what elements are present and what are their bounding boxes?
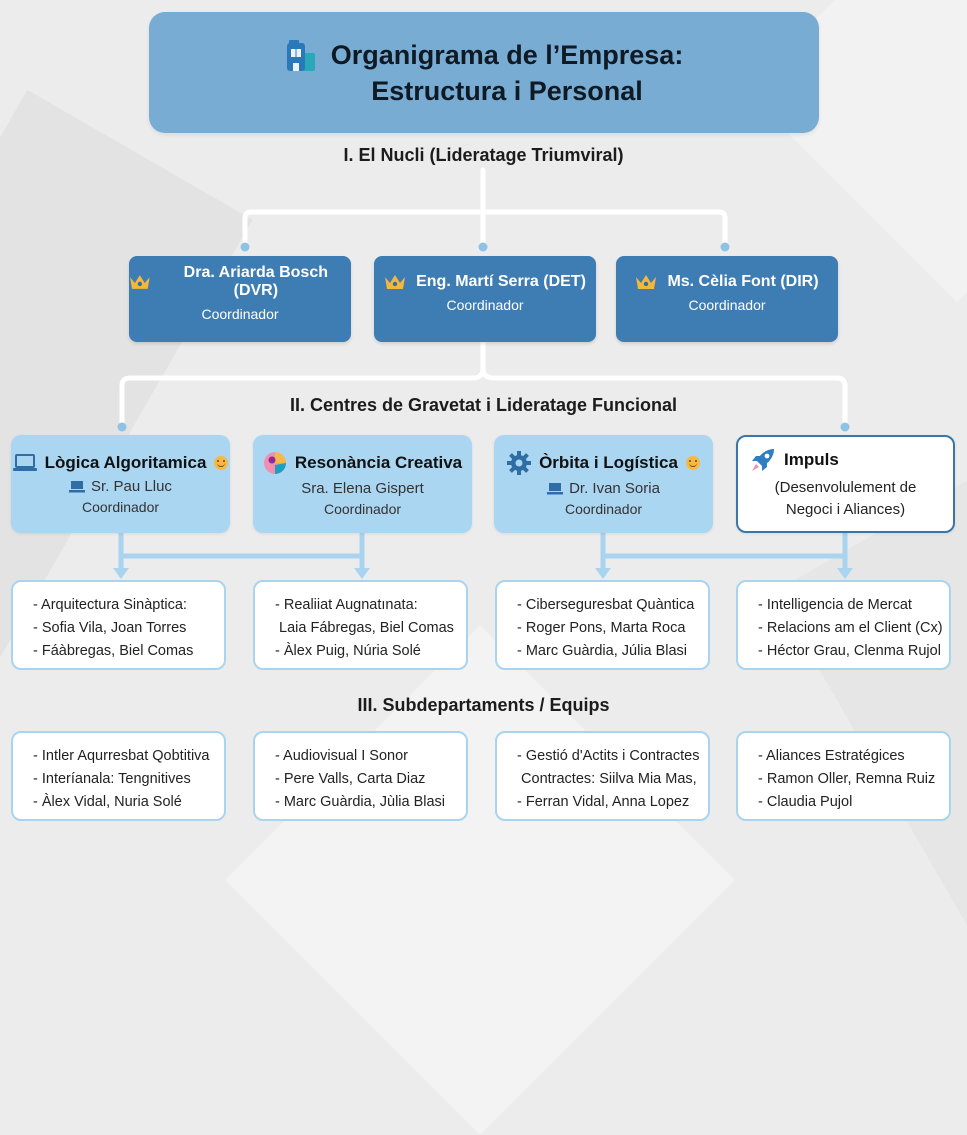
team-line: - Ferran Vidal, Anna Lopez xyxy=(517,794,690,810)
building-icon xyxy=(286,39,315,71)
leader-role: Coordinador xyxy=(201,306,279,322)
department-lead: Dr. Ivan Soria xyxy=(569,480,660,497)
team-line: - Ramon Oller, Remna Ruiz xyxy=(758,771,936,787)
team-line: Contractes: Siilva Mia Mas, xyxy=(517,771,697,787)
department-role: Coordinador xyxy=(323,501,402,517)
team-line: - Audiovisual I Sonor xyxy=(275,748,408,764)
team-line: - Realiiat Augnatınata: xyxy=(275,597,418,613)
laptop-icon xyxy=(547,482,564,494)
team-line: - Pere Valls, Carta Diaz xyxy=(275,771,426,787)
connector-dot xyxy=(117,422,127,432)
leader-card[interactable]: Dra. Ariarda Bosch (DVR) Coordinador xyxy=(129,256,351,342)
team-line: - Àlex Vidal, Nuria Solé xyxy=(33,794,182,810)
team-card[interactable]: - Ciberseguresbat Quàntica - Roger Pons,… xyxy=(495,580,710,670)
department-card[interactable]: Lògica Algoritamica Sr. Pau Lluc Coordin… xyxy=(11,435,230,533)
crown-icon xyxy=(129,275,150,289)
department-card[interactable]: Resonància Creativa Sra. Elena Gispert C… xyxy=(253,435,472,533)
team-line: - Sofia Vila, Joan Torres xyxy=(33,620,187,636)
team-line: - Fáàbregas, Biel Comas xyxy=(33,643,194,659)
crown-icon xyxy=(636,275,657,289)
smiley-icon xyxy=(685,456,700,470)
connector-leaders-right xyxy=(480,365,848,429)
arrow-head xyxy=(837,568,853,579)
page-title: Organigrama de l’Empresa: Estructura i P… xyxy=(331,37,684,109)
leader-role: Coordinador xyxy=(446,297,524,313)
palette-icon xyxy=(263,452,286,474)
department-lead: Sra. Elena Gispert xyxy=(301,480,424,497)
team-line: - Arquitectura Sinàptica: xyxy=(33,597,187,613)
section-label-centres: II. Centres de Gravetat i Lideratage Fun… xyxy=(289,395,678,415)
smiley-icon xyxy=(214,456,229,470)
department-title: Òrbita i Logística xyxy=(539,453,678,472)
connector-dept-left xyxy=(118,533,365,570)
team-line: - Marc Guàrdia, Jùlia Blasi xyxy=(275,794,446,810)
team-line: - Intelligencia de Mercat xyxy=(758,597,912,613)
team-line: - Intler Aqurresbat Qobtitiva xyxy=(33,748,210,764)
department-title: Resonància Creativa xyxy=(294,453,463,472)
section-label-teams: III. Subdepartaments / Equips xyxy=(357,695,610,715)
arrow-head xyxy=(113,568,129,579)
department-role: Coordinador xyxy=(564,501,643,517)
team-line: - Relacions am el Client (Cx) xyxy=(758,620,943,636)
team-line: - Héctor Grau, Clenma Rujol xyxy=(758,643,941,659)
team-line: - Interíanala: Tengnitives xyxy=(33,771,191,787)
leader-card[interactable]: Ms. Cèlia Font (DIR) Coordinador xyxy=(616,256,838,342)
connector-dot xyxy=(840,422,850,432)
title-line-2: Estructura i Personal xyxy=(371,75,643,106)
crown-icon xyxy=(385,275,406,289)
leader-card[interactable]: Eng. Martí Serra (DET) Coordinador xyxy=(374,256,596,342)
rocket-icon xyxy=(752,449,774,471)
team-card[interactable]: - Intelligencia de Mercat - Relacions am… xyxy=(736,580,951,670)
team-line: - Marc Guàrdia, Júlia Blasi xyxy=(517,643,688,659)
team-line: - Àlex Puig, Núria Solé xyxy=(275,643,421,659)
team-card[interactable]: - Realiiat Augnatınata: Laia Fábregas, B… xyxy=(253,580,468,670)
team-card[interactable]: - Gestió d'Actits i Contractes Contracte… xyxy=(495,731,710,821)
team-line: - Claudia Pujol xyxy=(758,794,853,810)
section-label-core: I. El Nucli (Lideratage Triumviral) xyxy=(343,145,624,165)
department-lead: Sr. Pau Lluc xyxy=(91,478,172,495)
leader-name: Dra. Ariarda Bosch (DVR) xyxy=(183,264,328,299)
team-line: - Ciberseguresbat Quàntica xyxy=(517,597,695,613)
department-subtitle-1: (Desenvolulement de xyxy=(774,479,917,496)
team-line: - Aliances Estratégices xyxy=(758,748,905,764)
team-card[interactable]: - Audiovisual I Sonor - Pere Valls, Cart… xyxy=(253,731,468,821)
team-line: - Roger Pons, Marta Roca xyxy=(517,620,686,636)
team-card[interactable]: - Intler Aqurresbat Qobtitiva - Interían… xyxy=(11,731,226,821)
department-card[interactable]: Òrbita i Logística Dr. Ivan Soria Coordi… xyxy=(494,435,713,533)
team-card[interactable]: - Aliances Estratégices - Ramon Oller, R… xyxy=(736,731,951,821)
arrow-head xyxy=(354,568,370,579)
connector-dot xyxy=(478,242,488,252)
connector-dot xyxy=(720,242,730,252)
connector-dept-right xyxy=(600,533,848,570)
team-line: - Gestió d'Actits i Contractes xyxy=(517,748,700,764)
department-role: Coordinador xyxy=(81,499,160,515)
department-title: Lògica Algoritamica xyxy=(44,453,207,472)
department-card[interactable]: Impuls (Desenvolulement de Negoci i Alia… xyxy=(736,435,955,533)
leader-name: Ms. Cèlia Font (DIR) xyxy=(667,273,819,290)
laptop-icon xyxy=(69,480,86,492)
title-banner: Organigrama de l’Empresa: Estructura i P… xyxy=(149,12,819,133)
leader-name: Eng. Martí Serra (DET) xyxy=(416,273,586,290)
leader-role: Coordinador xyxy=(688,297,766,313)
connector-dot xyxy=(240,242,250,252)
laptop-icon xyxy=(12,454,37,471)
team-line: Laia Fábregas, Biel Comas xyxy=(275,620,454,636)
gear-icon xyxy=(507,451,532,475)
title-line-1: Organigrama de l’Empresa: xyxy=(330,39,684,70)
arrow-head xyxy=(595,568,611,579)
department-title: Impuls xyxy=(784,450,839,469)
department-subtitle-2: Negoci i Aliances) xyxy=(785,501,906,518)
connector-lines xyxy=(113,167,853,579)
team-card[interactable]: - Arquitectura Sinàptica: - Sofia Vila, … xyxy=(11,580,226,670)
